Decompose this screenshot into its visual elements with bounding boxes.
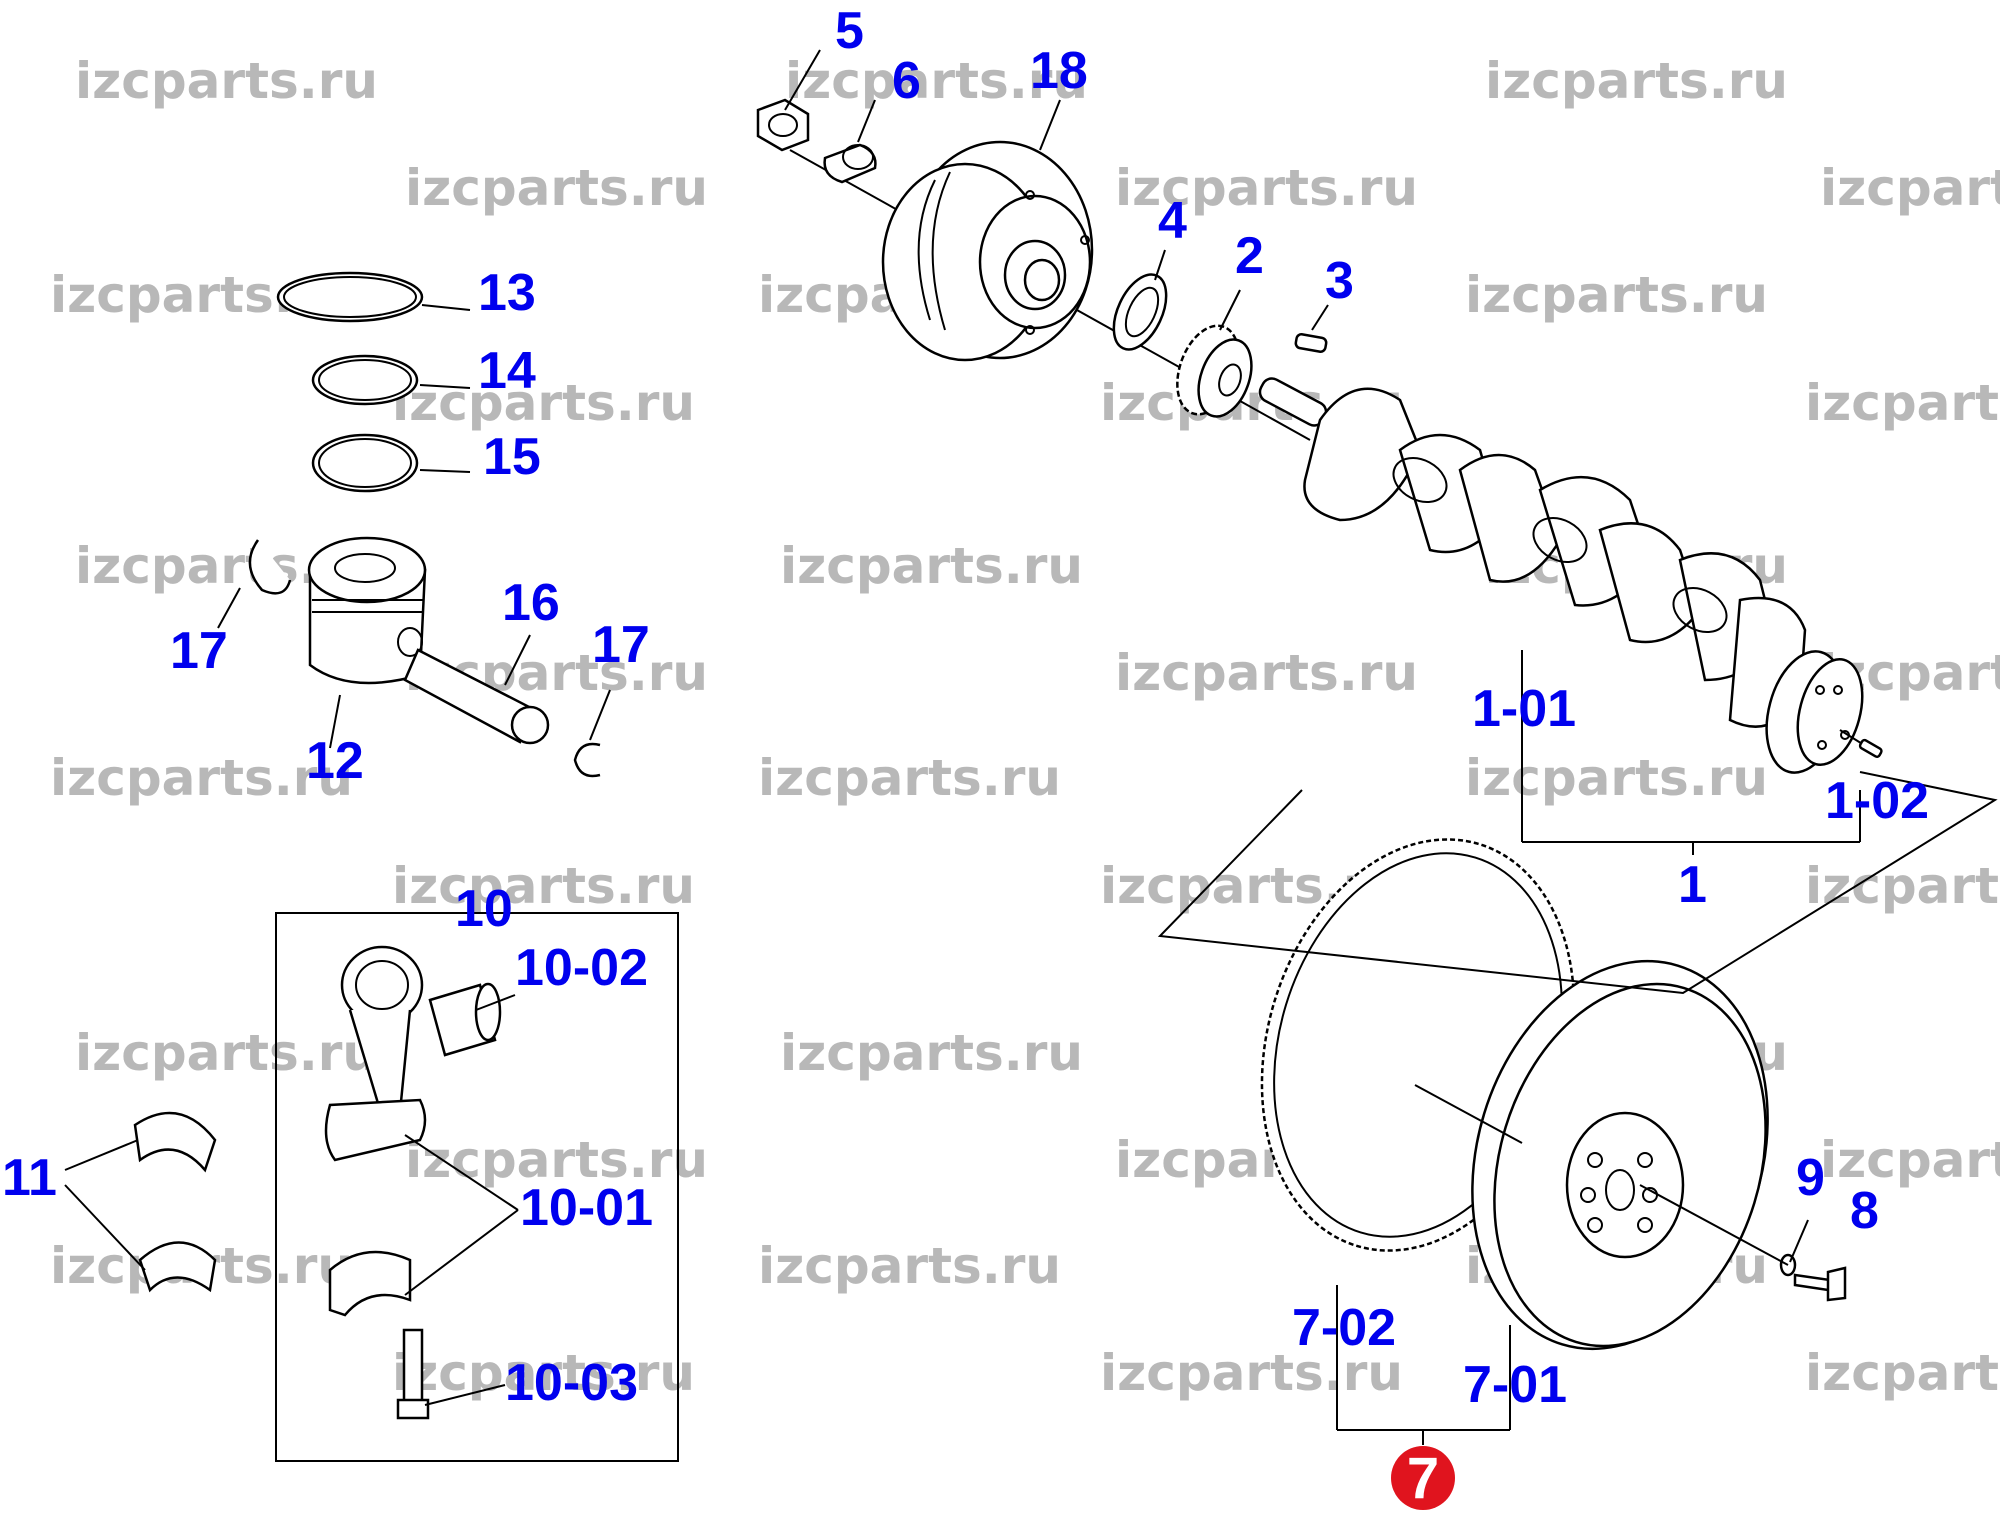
watermark: izcparts.ru xyxy=(392,857,695,915)
watermark: izcparts.ru xyxy=(405,159,708,217)
watermark: izcparts.ru xyxy=(1115,644,1418,702)
oil-seal-part-4[interactable] xyxy=(1103,266,1177,357)
label-10-01[interactable]: 10-01 xyxy=(520,1179,653,1237)
label-3[interactable]: 3 xyxy=(1325,252,1354,310)
label-14[interactable]: 14 xyxy=(478,342,536,400)
watermark: izcparts.ru xyxy=(1820,159,2000,217)
label-1-01[interactable]: 1-01 xyxy=(1472,680,1576,738)
con-rod-group-box xyxy=(275,912,679,1462)
label-12[interactable]: 12 xyxy=(306,732,364,790)
spacer-part-6[interactable] xyxy=(823,143,877,184)
con-rod-cap xyxy=(328,1250,412,1317)
watermark: izcparts.ru xyxy=(392,374,695,432)
label-8[interactable]: 8 xyxy=(1850,1182,1879,1240)
bolt-part-10-03[interactable] xyxy=(396,1328,430,1420)
watermark: izcparts.ru xyxy=(1820,1131,2000,1189)
label-15[interactable]: 15 xyxy=(483,428,541,486)
label-9[interactable]: 9 xyxy=(1796,1149,1825,1207)
flywheel-guide xyxy=(1157,771,1998,995)
label-2[interactable]: 2 xyxy=(1235,227,1264,285)
label-5[interactable]: 5 xyxy=(835,2,864,60)
crank-gear-part-2[interactable] xyxy=(1166,317,1261,424)
dowel-pin-part-1-02[interactable] xyxy=(1839,729,1883,758)
watermark: izcparts.ru xyxy=(1465,749,1768,807)
watermark: izcparts.ru xyxy=(1100,1344,1403,1402)
watermark: izcparts.ru xyxy=(405,1131,708,1189)
watermark: izcparts.ru xyxy=(1805,1344,2000,1402)
piston-ring-part-13[interactable] xyxy=(276,271,424,323)
bushing-part-10-02[interactable] xyxy=(428,982,502,1057)
leader-lines xyxy=(64,49,1809,1406)
label-4[interactable]: 4 xyxy=(1158,192,1187,250)
watermark: izcparts.ru xyxy=(780,1024,1083,1082)
con-rod-part-10-01[interactable] xyxy=(324,945,427,1162)
label-1[interactable]: 1 xyxy=(1678,856,1707,914)
label-1-02[interactable]: 1-02 xyxy=(1825,772,1929,830)
callout-labels: 5 6 18 4 2 3 13 14 15 17 16 17 12 1-01 1… xyxy=(2,2,1929,1414)
crankshaft-part-1-01[interactable] xyxy=(1256,375,1807,728)
highlight-badge-circle[interactable] xyxy=(1391,1446,1455,1510)
watermark: izcparts.ru xyxy=(1805,374,2000,432)
label-17-right[interactable]: 17 xyxy=(592,616,650,674)
watermark: izcparts.ru xyxy=(758,749,1061,807)
label-10[interactable]: 10 xyxy=(455,880,513,938)
watermark: izcparts.ru xyxy=(392,1344,695,1402)
watermark: izcparts.ru xyxy=(1805,857,2000,915)
label-10-03[interactable]: 10-03 xyxy=(505,1354,638,1412)
label-6[interactable]: 6 xyxy=(892,52,921,110)
label-18[interactable]: 18 xyxy=(1030,42,1088,100)
label-7[interactable]: 7 xyxy=(1407,1446,1439,1511)
piston-part-12[interactable] xyxy=(307,536,427,685)
key-part-3[interactable] xyxy=(1294,333,1328,353)
watermark: izcparts.ru xyxy=(1465,266,1768,324)
snap-ring-part-17-right[interactable] xyxy=(573,742,601,778)
label-7-02[interactable]: 7-02 xyxy=(1292,1299,1396,1357)
piston-ring-part-15[interactable] xyxy=(311,433,419,493)
crankshaft-flange xyxy=(1765,650,1864,774)
label-10-02[interactable]: 10-02 xyxy=(515,939,648,997)
piston-pin-part-16[interactable] xyxy=(403,648,550,745)
nut-part-5[interactable] xyxy=(756,98,810,152)
flywheel-axis xyxy=(1414,1084,1523,1144)
watermark: izcparts.ru xyxy=(780,537,1083,595)
bracket-7 xyxy=(1336,1285,1511,1445)
bolt-part-8[interactable] xyxy=(1793,1266,1847,1302)
flywheel-bolt-axis xyxy=(1639,1184,1789,1266)
watermark: izcparts.ru xyxy=(758,1237,1061,1295)
label-13[interactable]: 13 xyxy=(478,264,536,322)
watermark: izcparts.ru xyxy=(1115,159,1418,217)
watermark: izcparts.ru xyxy=(75,52,378,110)
label-16[interactable]: 16 xyxy=(502,574,560,632)
highlight-badge-7[interactable]: 7 xyxy=(1391,1446,1455,1511)
piston-ring-part-14[interactable] xyxy=(311,354,419,406)
label-17-left[interactable]: 17 xyxy=(170,622,228,680)
watermark: izcparts.ru xyxy=(1485,52,1788,110)
bearing-shells-part-11[interactable] xyxy=(133,1111,217,1293)
watermark: izcparts.ru xyxy=(50,749,353,807)
snap-ring-part-17-left[interactable] xyxy=(248,539,292,595)
label-7-01[interactable]: 7-01 xyxy=(1463,1356,1567,1414)
flywheel-part-7-01[interactable] xyxy=(1426,924,1813,1386)
bracket-1 xyxy=(1521,650,1861,855)
watermark: izcparts.ru xyxy=(75,1024,378,1082)
pulley-damper-part-18[interactable] xyxy=(881,140,1094,362)
watermark: izcparts.ru xyxy=(785,52,1088,110)
label-11[interactable]: 11 xyxy=(2,1149,57,1207)
